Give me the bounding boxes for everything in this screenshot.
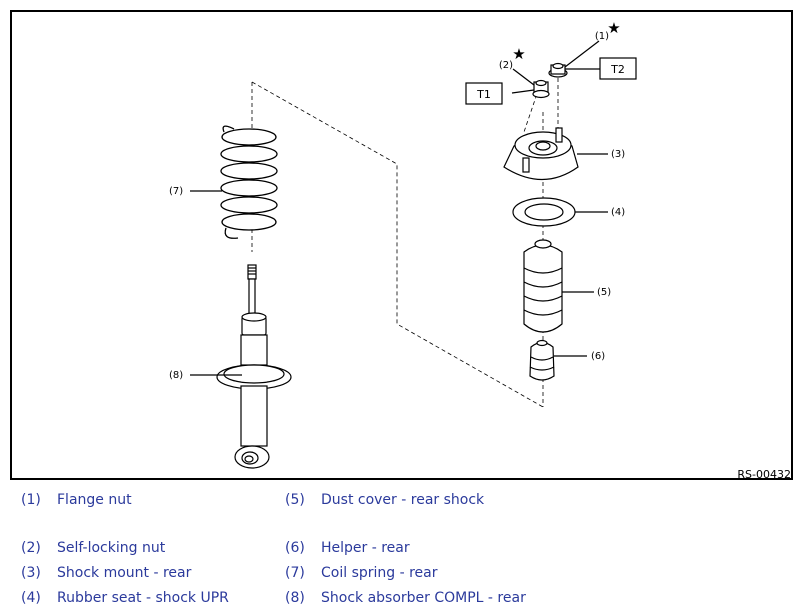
legend-item: (8) Shock absorber COMPL - rear xyxy=(285,590,526,606)
legend-text: Flange nut xyxy=(57,492,132,508)
legend-number: (8) xyxy=(285,590,305,606)
legend-text: Dust cover - rear shock xyxy=(321,492,485,508)
star-icon: ★ xyxy=(512,45,525,63)
legend-item: (7) Coil spring - rear xyxy=(285,565,438,581)
diagram-canvas: T1 T2 ★ ★ (1) (2) (3) (4) (5) (6) (7) (8… xyxy=(169,19,791,481)
callout-1: (1) xyxy=(595,31,609,42)
shock-mount xyxy=(503,127,579,181)
coil-spring xyxy=(220,125,278,239)
figure-reference-code: RS-00432 xyxy=(737,468,791,481)
dust-cover xyxy=(523,239,563,333)
assembly-dashed-lines xyxy=(251,78,559,408)
legend-text: Coil spring - rear xyxy=(321,565,438,581)
legend-number: (4) xyxy=(21,590,41,606)
legend-text: Rubber seat - shock UPR xyxy=(57,590,229,606)
legend-item: (4) Rubber seat - shock UPR xyxy=(21,590,229,606)
legend-item: (2) Self-locking nut xyxy=(21,540,165,556)
callout-2: (2) xyxy=(499,60,513,71)
legend-number: (3) xyxy=(21,565,41,581)
rubber-seat xyxy=(512,197,576,227)
torque-box-t2: T2 xyxy=(599,57,637,80)
legend-number: (1) xyxy=(21,492,41,508)
helper-bumper xyxy=(529,339,555,381)
legend-number: (5) xyxy=(285,492,305,508)
legend-item: (6) Helper - rear xyxy=(285,540,410,556)
self-locking-nut xyxy=(532,79,550,99)
callout-3: (3) xyxy=(611,149,625,160)
parts-legend: (1) Flange nut (2) Self-locking nut (3) Sho… xyxy=(0,482,804,616)
legend-text: Self-locking nut xyxy=(57,540,166,556)
star-icon: ★ xyxy=(607,19,620,37)
callout-8: (8) xyxy=(169,370,183,381)
legend-item: (1) Flange nut xyxy=(21,492,132,508)
legend-text: Shock absorber COMPL - rear xyxy=(321,590,526,606)
legend-number: (6) xyxy=(285,540,305,556)
callout-7: (7) xyxy=(169,186,183,197)
callout-5: (5) xyxy=(597,287,611,298)
legend-number: (7) xyxy=(285,565,305,581)
legend-item: (3) Shock mount - rear xyxy=(21,565,191,581)
legend-text: Shock mount - rear xyxy=(57,565,192,581)
callout-4: (4) xyxy=(611,207,625,218)
legend-item: (5) Dust cover - rear shock xyxy=(285,492,484,508)
legend-number: (2) xyxy=(21,540,41,556)
torque-label-t1: T1 xyxy=(476,88,491,101)
callout-6: (6) xyxy=(591,351,605,362)
torque-box-t1: T1 xyxy=(465,82,503,105)
legend-text: Helper - rear xyxy=(321,540,410,556)
leader-lines xyxy=(190,40,608,376)
exploded-diagram: T1 T2 ★ ★ (1) (2) (3) (4) (5) (6) (7) (8… xyxy=(10,10,793,481)
shock-absorber xyxy=(216,264,292,469)
flange-nut xyxy=(548,62,568,78)
torque-label-t2: T2 xyxy=(610,63,625,76)
